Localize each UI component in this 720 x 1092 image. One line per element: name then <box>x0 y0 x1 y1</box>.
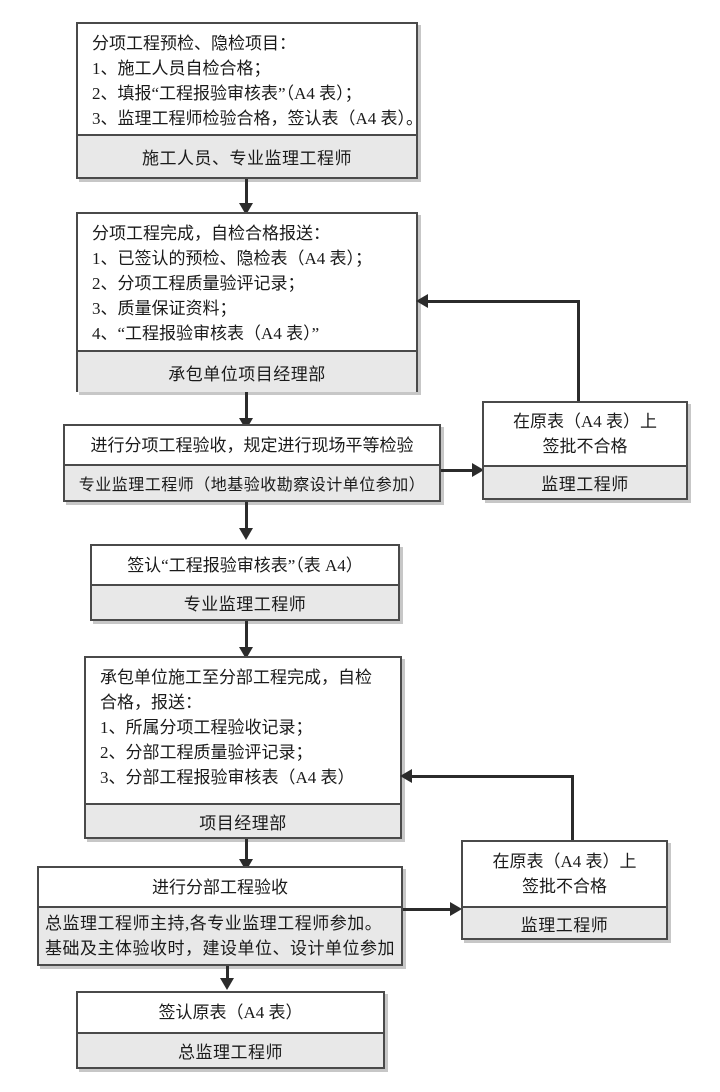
connector-n1-n2 <box>245 179 248 209</box>
node-subitem-preinspection[interactable]: 分项工程预检、隐检项目： 1、施工人员自检合格； 2、填报“工程报验审核表”（A… <box>76 22 424 179</box>
node-5-body: 承包单位施工至分部工程完成，自检合格，报送： 1、所属分项工程验收记录； 2、分… <box>86 658 400 803</box>
node-4-actor: 专业监理工程师 <box>92 584 398 619</box>
connector-n3-r1 <box>441 469 476 472</box>
node-1-body: 分项工程预检、隐检项目： 1、施工人员自检合格； 2、填报“工程报验审核表”（A… <box>78 24 424 134</box>
node-1-line-3: 2、填报“工程报验审核表”（A4 表）； <box>92 84 362 103</box>
node-subitem-completed-report[interactable]: 分项工程完成，自检合格报送： 1、已签认的预检、隐检表（A4 表）； 2、分项工… <box>76 212 418 392</box>
node-6-line-1: 进行分部工程验收 <box>152 877 288 897</box>
node-7-line-1: 签认原表（A4 表） <box>158 1003 303 1022</box>
arrowhead-feedback-1 <box>416 294 428 308</box>
node-4-line-1: 签认“工程报验审核表”（表 A4） <box>127 555 363 575</box>
node-sign-original-form[interactable]: 签认原表（A4 表） 总监理工程师 <box>76 991 385 1069</box>
reject-2-actor: 监理工程师 <box>463 906 666 938</box>
node-3-actor: 专业监理工程师（地基验收勘察设计单位参加） <box>65 464 439 500</box>
reject-1-line-1: 在原表（A4 表）上 <box>512 412 658 431</box>
node-2-line-4: 3、质量保证资料； <box>92 299 237 318</box>
node-2-line-5: 4、“工程报验审核表（A4 表）” <box>92 324 320 343</box>
node-5-actor: 项目经理部 <box>86 803 400 837</box>
reject-1-body: 在原表（A4 表）上 签批不合格 <box>484 403 686 465</box>
node-reject-division[interactable]: 在原表（A4 表）上 签批不合格 监理工程师 <box>461 840 668 940</box>
node-1-line-1: 分项工程预检、隐检项目： <box>92 34 296 53</box>
node-7-actor-label: 总监理工程师 <box>178 1043 283 1062</box>
reject-2-line-1: 在原表（A4 表）上 <box>492 852 637 871</box>
reject-1-actor: 监理工程师 <box>484 465 686 498</box>
node-2-line-3: 2、分项工程质量验评记录； <box>92 274 305 293</box>
node-1-line-4: 3、监理工程师检验合格，签认表（A4 表）。 <box>92 109 424 128</box>
node-1-line-2: 1、施工人员自检合格； <box>92 59 271 78</box>
node-2-actor: 承包单位项目经理部 <box>78 350 416 392</box>
node-6-actor: 总监理工程师主持,各专业监理工程师参加。基础及主体验收时，建设单位、设计单位参加 <box>39 906 401 964</box>
node-division-completed-report[interactable]: 承包单位施工至分部工程完成，自检合格，报送： 1、所属分项工程验收记录； 2、分… <box>84 656 402 839</box>
reject-2-body: 在原表（A4 表）上 签批不合格 <box>463 842 666 906</box>
node-3-line-1: 进行分项工程验收，规定进行现场平等检验 <box>90 435 414 455</box>
node-2-line-2: 1、已签认的预检、隐检表（A4 表）； <box>92 249 373 268</box>
node-5-line-2: 1、所属分项工程验收记录； <box>100 718 313 737</box>
connector-n6-r2 <box>403 908 453 911</box>
node-1-actor-label: 施工人员、专业监理工程师 <box>142 149 352 168</box>
feedback-2-horizontal <box>410 775 573 778</box>
node-5-actor-label: 项目经理部 <box>199 813 287 833</box>
node-4-actor-label: 专业监理工程师 <box>183 595 307 614</box>
node-7-body: 签认原表（A4 表） <box>78 993 383 1032</box>
node-division-acceptance[interactable]: 进行分部工程验收 总监理工程师主持,各专业监理工程师参加。基础及主体验收时，建设… <box>37 866 403 966</box>
connector-n5-n6 <box>245 839 248 869</box>
node-3-body: 进行分项工程验收，规定进行现场平等检验 <box>65 426 439 464</box>
node-5-line-3: 2、分部工程质量验评记录； <box>100 743 313 762</box>
node-2-body: 分项工程完成，自检合格报送： 1、已签认的预检、隐检表（A4 表）； 2、分项工… <box>78 214 416 350</box>
feedback-1-vertical <box>577 300 580 401</box>
node-1-actor: 施工人员、专业监理工程师 <box>78 134 416 177</box>
reject-1-actor-label: 监理工程师 <box>541 475 629 494</box>
connector-n2-n3 <box>245 392 248 424</box>
node-subitem-acceptance[interactable]: 进行分项工程验收，规定进行现场平等检验 专业监理工程师（地基验收勘察设计单位参加… <box>63 424 441 502</box>
node-6-body: 进行分部工程验收 <box>39 868 401 906</box>
node-2-actor-label: 承包单位项目经理部 <box>168 364 326 384</box>
arrowhead-feedback-2 <box>400 769 412 783</box>
node-reject-subitem[interactable]: 在原表（A4 表）上 签批不合格 监理工程师 <box>482 401 688 500</box>
node-5-line-1: 承包单位施工至分部工程完成，自检合格，报送： <box>100 668 372 712</box>
node-2-line-1: 分项工程完成，自检合格报送： <box>92 224 330 243</box>
arrowhead-n6-n7 <box>220 978 234 990</box>
node-6-actor-label: 总监理工程师主持,各专业监理工程师参加。基础及主体验收时，建设单位、设计单位参加 <box>45 914 395 958</box>
node-7-actor: 总监理工程师 <box>78 1032 383 1067</box>
arrowhead-n3-r1 <box>472 463 484 477</box>
feedback-1-horizontal <box>424 300 579 303</box>
connector-n3-n4 <box>245 502 248 534</box>
node-3-actor-label: 专业监理工程师（地基验收勘察设计单位参加） <box>78 477 426 494</box>
feedback-2-vertical <box>571 775 574 841</box>
reject-2-line-2: 签批不合格 <box>522 877 607 896</box>
node-5-line-4: 3、分部工程报验审核表（A4 表） <box>100 768 355 787</box>
connector-n6-n7 <box>226 966 229 984</box>
node-4-body: 签认“工程报验审核表”（表 A4） <box>92 546 398 584</box>
node-sign-review-form[interactable]: 签认“工程报验审核表”（表 A4） 专业监理工程师 <box>90 544 400 621</box>
reject-1-line-2: 签批不合格 <box>542 437 628 456</box>
arrowhead-n3-n4 <box>239 528 253 540</box>
reject-2-actor-label: 监理工程师 <box>520 915 609 935</box>
arrowhead-n6-r2 <box>450 902 462 916</box>
connector-n4-n5 <box>245 621 248 655</box>
